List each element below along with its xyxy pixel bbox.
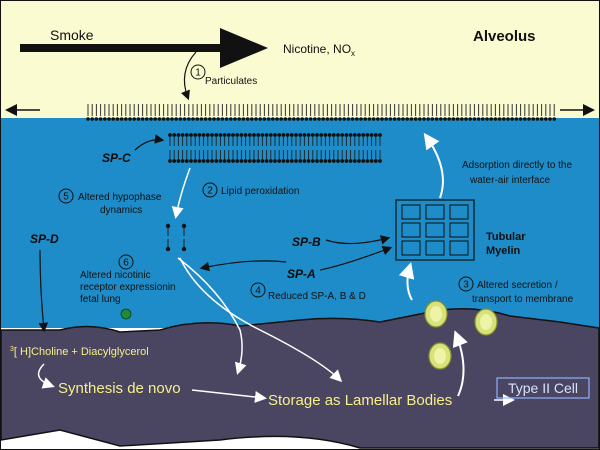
type-ii-cell-body [0,308,600,449]
secretion-arrow [398,262,415,301]
lipid-peroxidation-label: Lipid peroxidation [221,186,299,197]
recycle-arrow-1 [179,257,343,383]
surfactant-monolayer [86,104,556,121]
hypophase-label-2: dynamics [100,205,142,216]
sp-a-to-lipid-arrow [199,260,287,272]
secretion-label-1: Altered secretion / [477,280,558,291]
step-2-number: 2 [207,186,213,197]
smoke-arrow [20,28,268,68]
smoke-label: Smoke [50,27,94,43]
lipid-bilayer [168,133,382,163]
step-6-number: 6 [123,258,129,269]
vesicle-up-arrow [452,330,468,397]
storage-label: Storage as Lamellar Bodies [268,392,452,409]
adsorption-label-2: water-air interface [469,175,550,186]
secretion-label-2: transport to membrane [472,294,574,305]
sp-d-label: SP-D [30,232,59,246]
sp-a-to-myelin-arrow [319,246,393,271]
lamellar-bodies [424,300,498,370]
step-4-number: 4 [255,286,261,297]
alveolus-label: Alveolus [473,28,536,45]
oxidized-lipid-pair [165,223,187,252]
step-1-number: 1 [195,68,201,79]
step-5-circle [58,188,74,204]
particulates-arrow [180,51,197,101]
tubular-myelin-lattice [395,199,475,261]
step-2-circle [202,182,218,198]
synthesis-to-storage-arrow [191,389,267,403]
tubular-label: Tubular [486,231,526,243]
nicotinic-receptor-icon [120,308,132,320]
reduced-sp-label: Reduced SP-A, B & D [268,291,366,302]
choline-arrow [37,363,55,389]
sp-b-arrow [325,235,391,245]
nicotinic-label-2: receptor expressionin [80,282,176,293]
step-4-circle [250,282,266,298]
nicotine-label: Nicotine, NOx [283,42,355,58]
step-6-circle [118,254,134,270]
myelin-label: Myelin [486,245,521,257]
sp-b-label: SP-B [292,235,321,249]
adsorption-label-1: Adsorption directly to the [462,160,572,171]
bilayer-down-arrow [171,167,191,219]
sp-a-label: SP-A [287,267,316,281]
sp-c-label: SP-C [102,151,131,165]
air-region [1,1,599,119]
step-3-number: 3 [463,280,469,291]
hypophase-label-1: Altered hypophase [78,192,162,203]
step-1-circle [190,64,206,80]
type-ii-cell-box [496,377,590,399]
synthesis-label: Synthesis de novo [58,380,181,397]
sp-c-arrow [134,134,165,151]
sp-d-arrow [38,249,49,333]
adsorption-arrow [423,132,444,199]
type-ii-cell-label: Type II Cell [508,380,578,396]
nicotinic-label-1: Altered nicotinic [80,270,151,281]
step-5-number: 5 [63,192,69,203]
particulates-label: Particulates [205,76,257,87]
recycle-arrow-2 [177,257,247,375]
step-3-circle [458,276,474,292]
choline-label: 3[ H]Choline + Diacylglycerol [10,346,149,358]
nicotinic-label-3: fetal lung [80,294,121,305]
